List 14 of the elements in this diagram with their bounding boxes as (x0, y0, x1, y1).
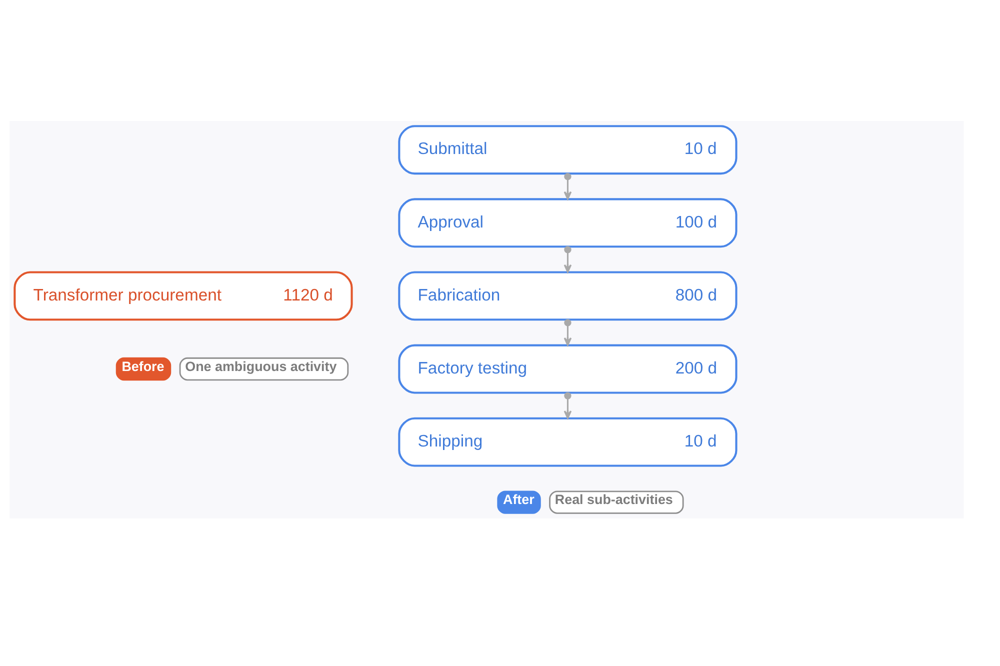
node-box: Fabrication 800 d (398, 270, 737, 320)
arrow (563, 392, 572, 418)
node-box: Submittal 10 d (398, 124, 737, 174)
arrow (563, 172, 572, 200)
node-box: Transformer procurement 1120 d (13, 270, 352, 320)
arrow (563, 246, 572, 272)
node-box: Real sub-activities (548, 490, 684, 514)
node-box: Approval 100 d (398, 198, 737, 248)
node-box: Before (115, 356, 171, 380)
node-box: After (496, 490, 540, 514)
arrow (563, 318, 572, 346)
node-box: Factory testing 200 d (398, 344, 737, 394)
node-box: One ambiguous activity (178, 356, 348, 380)
node-box: Shipping 10 d (398, 416, 737, 466)
